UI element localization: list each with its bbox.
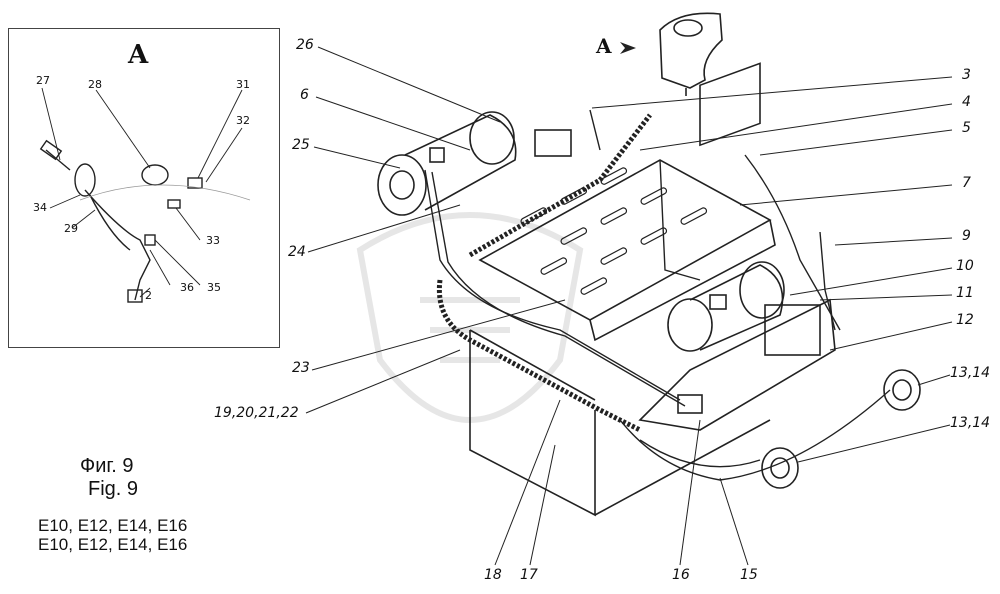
view-a-detail: [659, 12, 723, 96]
callout-24: 24: [288, 244, 306, 260]
callout-5: 5: [962, 120, 971, 136]
callout-23: 23: [292, 360, 310, 376]
callout-36: 36: [180, 281, 194, 294]
callout-27: 27: [36, 74, 50, 87]
callout-2: 2: [145, 289, 152, 302]
figure-caption-en: Fig. 9: [88, 478, 139, 500]
callout-26: 26: [296, 37, 314, 53]
battery-box: [469, 329, 771, 517]
leader-lines: [305, 46, 953, 566]
callout-31: 31: [236, 78, 250, 91]
battery: [478, 159, 776, 342]
inset-title: A: [128, 40, 149, 70]
callout-16: 16: [672, 567, 690, 583]
callout-29: 29: [64, 222, 78, 235]
model-list-2: E10, E12, E14, E16: [38, 535, 188, 554]
callout-12: 12: [956, 312, 974, 328]
callout-35: 35: [207, 281, 221, 294]
callout-19-22: 19,20,21,22: [214, 405, 299, 421]
callout-11: 11: [956, 285, 974, 301]
callout-33: 33: [206, 234, 220, 247]
view-a-arrow: [620, 42, 636, 54]
callout-18: 18: [484, 567, 502, 583]
motor-right: [667, 261, 785, 352]
callout-4: 4: [962, 94, 971, 110]
callout-10: 10: [956, 258, 974, 274]
cables: [424, 109, 891, 481]
inset-leader-lines: [41, 87, 243, 298]
callout-6: 6: [300, 87, 309, 103]
model-list-1: E10, E12, E14, E16: [38, 516, 188, 535]
control-panel: [638, 62, 836, 431]
figure-caption-ru: Фиг. 9: [80, 455, 134, 477]
callout-9: 9: [962, 228, 971, 244]
socket-upper: [883, 369, 921, 411]
view-a-label: A: [596, 34, 612, 58]
callout-13-14-upper: 13,14: [950, 365, 991, 381]
callout-25: 25: [292, 137, 310, 153]
callout-32: 32: [236, 114, 250, 127]
callout-34: 34: [33, 201, 47, 214]
callout-17: 17: [520, 567, 538, 583]
socket-lower: [761, 447, 799, 489]
callout-3: 3: [962, 67, 971, 83]
callout-13-14-lower: 13,14: [950, 415, 991, 431]
tray-frame: [436, 113, 652, 433]
motor-left: [377, 111, 572, 216]
callout-15: 15: [740, 567, 758, 583]
inset-view-a: [8, 28, 280, 348]
callout-28: 28: [88, 78, 102, 91]
callout-7: 7: [962, 175, 971, 191]
